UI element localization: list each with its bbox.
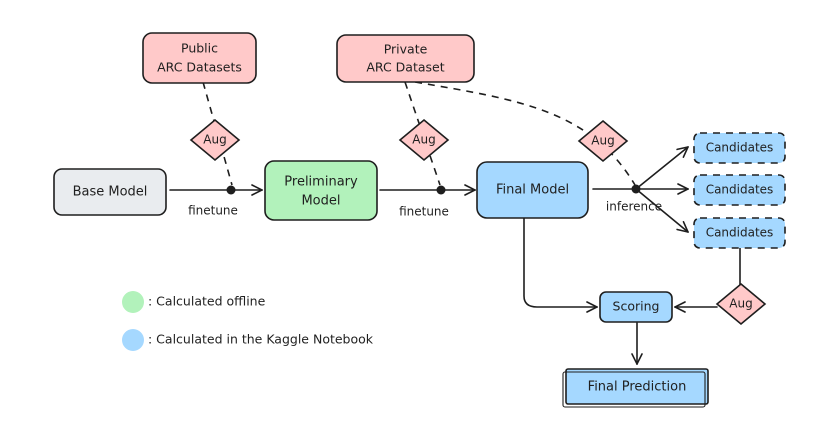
aug-label-1: Aug bbox=[203, 133, 226, 147]
aug-label-2: Aug bbox=[412, 133, 435, 147]
preliminary-model-label-line2: Model bbox=[301, 194, 340, 209]
aug-label-3: Aug bbox=[591, 134, 614, 148]
final-prediction-label: Final Prediction bbox=[588, 380, 687, 395]
public-datasets-label-line1: Public bbox=[181, 41, 218, 56]
private-dataset-label-line2: ARC Dataset bbox=[366, 60, 444, 75]
final-model-box bbox=[476, 161, 589, 219]
aug-diamond-shape-1 bbox=[189, 118, 241, 162]
aug-diamond-1: Aug bbox=[189, 118, 241, 162]
junction-dot-2 bbox=[436, 185, 446, 195]
legend-swatch-kaggle bbox=[122, 329, 144, 351]
legend: : Calculated offline : Calculated in the… bbox=[122, 291, 374, 351]
aug-diamond-2: Aug bbox=[398, 118, 450, 162]
public-datasets-box bbox=[142, 32, 257, 84]
edge-label-inference: inference bbox=[606, 200, 662, 214]
arrow-final-to-scoring bbox=[523, 217, 597, 307]
final-prediction-node: Final Prediction bbox=[562, 368, 709, 408]
private-dataset-label-line1: Private bbox=[384, 42, 428, 57]
aug-label-4: Aug bbox=[729, 297, 752, 311]
candidates-node-3: Candidates bbox=[693, 217, 786, 249]
base-model-node: Base Model bbox=[53, 168, 167, 216]
junction-dot-3 bbox=[631, 184, 641, 194]
base-model-box bbox=[53, 168, 167, 216]
aug-diamond-shape-4 bbox=[715, 282, 767, 326]
legend-text-kaggle: : Calculated in the Kaggle Notebook bbox=[148, 332, 374, 347]
edge-label-finetune-1: finetune bbox=[188, 204, 238, 218]
candidates-label-2: Candidates bbox=[706, 183, 774, 197]
base-model-label: Base Model bbox=[73, 185, 148, 200]
scoring-node: Scoring bbox=[599, 291, 673, 323]
candidates-node-1: Candidates bbox=[693, 132, 786, 164]
junction-dot-1 bbox=[226, 185, 236, 195]
final-prediction-outline-echo bbox=[562, 371, 706, 408]
aug-diamond-shape-2 bbox=[398, 118, 450, 162]
aug-diamond-3: Aug bbox=[577, 119, 629, 163]
public-datasets-node: Public ARC Datasets bbox=[142, 32, 257, 84]
arrow-inference-to-candidates-top bbox=[635, 147, 688, 190]
legend-swatch-offline bbox=[122, 291, 144, 313]
candidates-node-2: Candidates bbox=[693, 174, 786, 206]
private-dataset-box bbox=[336, 34, 475, 83]
private-dataset-node: Private ARC Dataset bbox=[336, 34, 475, 83]
legend-text-offline: : Calculated offline bbox=[148, 294, 266, 309]
aug-diamond-4: Aug bbox=[715, 282, 767, 326]
private-to-inference-connector bbox=[414, 81, 636, 186]
final-model-label: Final Model bbox=[496, 183, 569, 198]
scoring-box bbox=[599, 291, 673, 323]
candidates-label-3: Candidates bbox=[706, 226, 774, 240]
candidates-label-1: Candidates bbox=[706, 141, 774, 155]
preliminary-model-box bbox=[264, 160, 378, 221]
preliminary-model-label-line1: Preliminary bbox=[284, 175, 358, 190]
scoring-label: Scoring bbox=[613, 299, 660, 314]
final-model-node: Final Model bbox=[476, 161, 589, 219]
candidates-box-1 bbox=[693, 132, 786, 164]
preliminary-model-node: Preliminary Model bbox=[264, 160, 378, 221]
candidates-box-2 bbox=[693, 174, 786, 206]
edge-label-finetune-2: finetune bbox=[399, 205, 449, 219]
candidates-box-3 bbox=[693, 217, 786, 249]
arrow-inference-to-candidates-bottom bbox=[635, 188, 688, 232]
public-datasets-label-line2: ARC Datasets bbox=[157, 60, 242, 75]
final-prediction-box bbox=[565, 368, 709, 405]
aug-diamond-shape-3 bbox=[577, 119, 629, 163]
